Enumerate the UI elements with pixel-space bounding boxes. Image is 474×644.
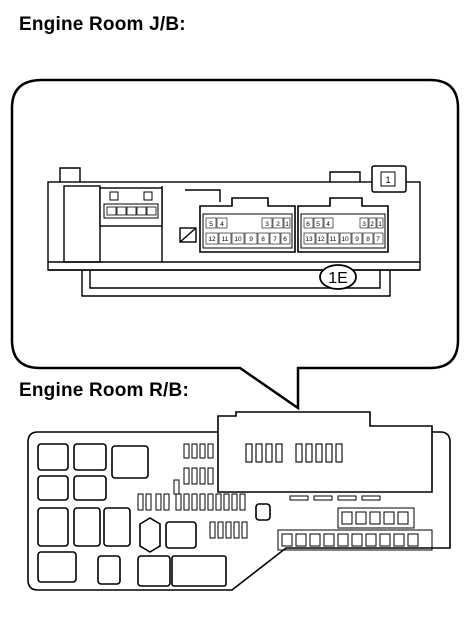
connector-code-badge: 1E: [319, 264, 357, 290]
pin-label: 8: [261, 236, 265, 243]
pin-label: 6: [306, 221, 310, 228]
pin-label: 2: [370, 221, 374, 228]
pin-row-bottom-right: 13 12 11 10 9 8 7: [303, 232, 384, 245]
pin-label: 5: [209, 221, 213, 228]
pin-label: 12: [317, 236, 325, 243]
small-connector-pin-label: 1: [385, 175, 390, 185]
small-connector-left: [99, 187, 163, 227]
pin-label: 1: [378, 221, 382, 228]
pin-label: 10: [234, 236, 242, 243]
connector-code-label: 1E: [328, 270, 348, 287]
pin-label: 3: [265, 221, 269, 228]
pin-label: 11: [330, 236, 337, 243]
small-connector-right: 1: [371, 165, 407, 193]
pin-label: 10: [341, 236, 349, 243]
rb-title: Engine Room R/B:: [19, 380, 189, 401]
pin-label: 12: [208, 236, 216, 243]
connector-1e-left: 5 4 3 2 1 12 11 10 9 8 7 6: [199, 197, 296, 253]
jb-title: Engine Room J/B:: [19, 14, 186, 35]
pin-label: 8: [366, 236, 370, 243]
pin-row-bottom-left: 12 11 10 9 8 7 6: [205, 232, 291, 245]
pin-row-top-left: 5 4 3 2 1: [205, 217, 291, 229]
pin-label: 7: [273, 236, 277, 243]
pin-label: 3: [362, 221, 366, 228]
pin-label: 6: [283, 236, 287, 243]
pin-label: 1: [285, 221, 289, 228]
pin-label: 2: [276, 221, 280, 228]
pin-label: 9: [249, 236, 253, 243]
pin-label: 4: [326, 221, 330, 228]
relay-block: [27, 411, 451, 591]
pin-row-top-right: 6 5 4 3 2 1: [303, 217, 384, 229]
pin-label: 11: [222, 236, 229, 243]
connector-1e-right: 6 5 4 3 2 1 13 12 11 10 9 8 7: [297, 197, 389, 253]
pin-label: 5: [316, 221, 320, 228]
pin-label: 13: [305, 236, 313, 243]
pin-label: 7: [376, 236, 380, 243]
pin-label: 9: [355, 236, 359, 243]
pin-label: 4: [220, 221, 224, 228]
